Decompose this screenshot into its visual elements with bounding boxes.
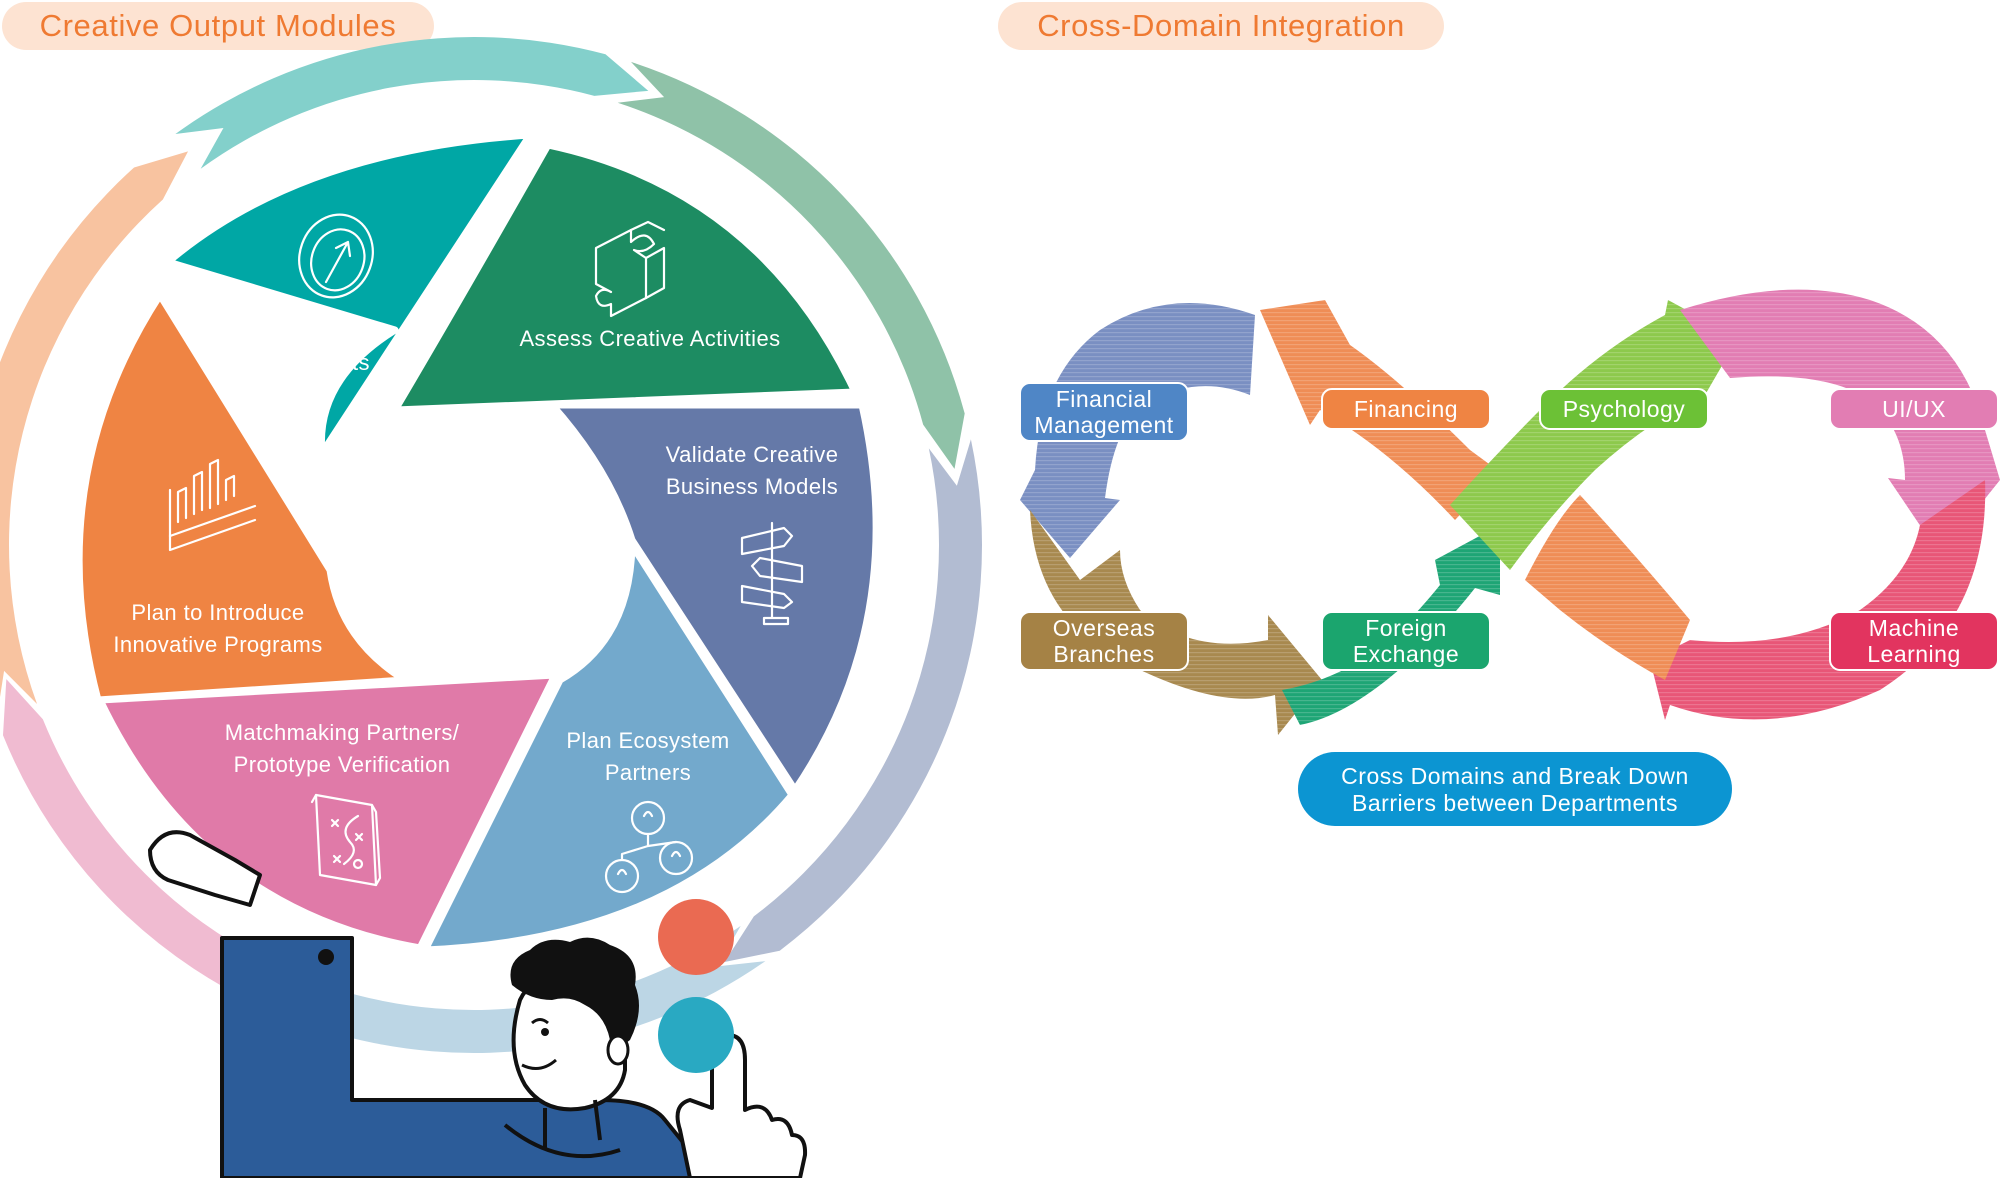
left-title: Creative Output Modules (2, 2, 434, 50)
outer-arrow-blue (276, 925, 766, 1053)
infinity-label-5: Psychology (1539, 388, 1709, 430)
cursor-click-icon (298, 213, 374, 299)
strategy-board-icon (310, 793, 382, 887)
infinity-label-text: Branches (1053, 641, 1154, 667)
collar (503, 1123, 621, 1159)
infinity-label-text: Exchange (1353, 641, 1459, 667)
outer-arrow-slate (724, 439, 983, 963)
wheel-segment-label: Creative (287, 318, 372, 343)
wheel-segment-label: Matchmaking Partners/ (225, 720, 460, 745)
wheel-segment-shape (75, 291, 409, 704)
eye (531, 1018, 549, 1025)
person-illustration (148, 830, 808, 1178)
infinity-label-text: UI/UX (1882, 396, 1946, 422)
wheel-segment-shape (391, 141, 859, 414)
wheel-segment-shape (548, 401, 880, 794)
wheel-segment-label: Business Models (666, 474, 838, 499)
outer-arrow-pink (2, 679, 300, 1017)
infinity-label-box (1019, 611, 1189, 671)
wheel-segment-label: Innovative Programs (113, 632, 322, 657)
infinity-label-text: Management (1034, 412, 1173, 438)
caption-line-2: Barriers between Departments (1352, 790, 1678, 816)
wheel-segment-2: Assess Creative Activities (391, 141, 859, 414)
loop-arrow-foreign-exchange (1282, 525, 1500, 725)
shirt-button (318, 949, 334, 965)
loop-arrow-financing-lower (1525, 495, 1690, 680)
infinity-label-text: Financing (1354, 396, 1458, 422)
right-title: Cross-Domain Integration (998, 2, 1444, 50)
infinity-label-box (1321, 611, 1491, 671)
infinity-label-box (1829, 611, 1999, 671)
infinity-label-text: Psychology (1563, 396, 1686, 422)
outer-arrow-ring (0, 37, 983, 1053)
loop-arrow-psychology (1450, 300, 1738, 570)
wheel-segment-label: Outputs (290, 350, 370, 375)
ear (606, 1034, 630, 1066)
wheel-segment-label: Validate Creative (666, 442, 839, 467)
mouth (521, 1058, 557, 1071)
infinity-label-box (1829, 388, 1999, 430)
signpost-icon (740, 521, 804, 626)
caption-pill: Cross Domains and Break Down Barriers be… (1298, 752, 1732, 826)
loop-arrow-ui-ux (1680, 289, 2000, 555)
teal-dot (658, 997, 734, 1073)
hair (510, 937, 639, 1045)
infinity-label-text: Foreign (1365, 615, 1446, 641)
bar-chart-icon (168, 458, 257, 552)
wheel-segment-label: Partners (605, 760, 691, 785)
right-title-text: Cross-Domain Integration (1037, 8, 1405, 43)
infinity-label-2: Financing (1321, 388, 1491, 430)
loop-arrow-machine-learning (1650, 480, 1986, 720)
neck (543, 1099, 602, 1150)
infinity-label-text: Overseas (1053, 615, 1155, 641)
wheel-segment-shape (421, 541, 796, 954)
infinity-label-text: Machine (1869, 615, 1959, 641)
eye-dot (541, 1028, 549, 1036)
wheel-segment-label: Prototype Verification (234, 752, 451, 777)
infinity-label-6: UI/UX (1829, 388, 1999, 430)
wheel-segment-label: Plan Ecosystem (566, 728, 729, 753)
infinity-label-text: Financial (1056, 386, 1153, 412)
infinity-label-text: Learning (1867, 641, 1961, 667)
puzzle-piece-icon (594, 220, 666, 318)
network-people-icon (604, 800, 694, 894)
right-hand (675, 1033, 808, 1178)
wheel-segment-label: Assess Creative Activities (519, 326, 780, 351)
outer-arrow-teal (175, 37, 649, 169)
infinity-label-box (1539, 388, 1709, 430)
red-dot (658, 899, 734, 975)
infinity-label-box (1019, 382, 1189, 442)
wheel-segment-5: Matchmaking Partners/Prototype Verificat… (96, 671, 559, 952)
outer-arrow-orange (0, 151, 189, 705)
infinity-label-box (1321, 388, 1491, 430)
left-title-text: Creative Output Modules (40, 8, 397, 43)
wheel-segment-label: Plan to Introduce (131, 600, 304, 625)
shirt (220, 936, 714, 1178)
outer-arrow-green (617, 61, 965, 469)
loop-arrow-overseas-branches (1030, 510, 1322, 735)
caption-line-1: Cross Domains and Break Down (1341, 763, 1689, 789)
loop-arrow-financial-management (1020, 303, 1255, 558)
left-hand (148, 830, 262, 907)
